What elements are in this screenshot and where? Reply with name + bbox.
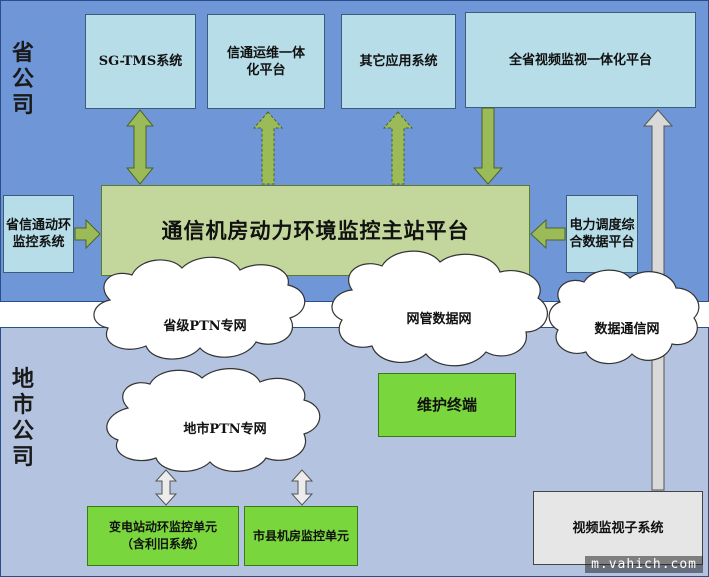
power-dispatch-box: 电力调度综合数据平台 [566,195,638,273]
prov-monitor-arrow [74,218,101,250]
province-label: 省公司 [12,40,35,118]
substation-unit-box: 变电站动环监控单元（含利旧系统） [87,506,239,566]
data-comm-cloud [548,269,700,365]
prov-ptn-cloud [93,256,306,360]
data-comm-cloud-label: 数据通信网 [594,322,660,337]
city-ptn-cloud [106,368,321,472]
sgtms-box: SG-TMS系统 [85,14,196,109]
county-unit-box: 市县机房监控单元 [244,506,358,566]
city-ptn-left-double-arrow [154,469,178,506]
ops-platform-up-arrow [252,111,284,185]
nms-cloud-label: 网管数据网 [406,312,472,327]
city-ptn-cloud-label: 地市PTN专网 [183,422,267,437]
video-subsystem-box: 视频监视子系统 [533,491,703,565]
video-platform-box: 全省视频监视一体化平台 [465,12,696,108]
prov-monitor-box: 省信通动环监控系统 [3,195,74,273]
city-label: 地市公司 [12,366,35,470]
maintenance-terminal-box: 维护终端 [378,373,516,437]
prov-ptn-cloud-label: 省级PTN专网 [163,319,247,334]
watermark: m.vahich.com [585,556,703,573]
ops-platform-box: 信通运维一体化平台 [207,14,325,109]
video-platform-down-arrow [472,107,504,185]
city-ptn-right-double-arrow [290,469,314,506]
sgtms-double-arrow [125,109,155,185]
power-dispatch-arrow [530,218,566,250]
other-apps-up-arrow [382,111,414,185]
other-apps-box: 其它应用系统 [341,14,456,109]
nms-cloud [331,250,548,367]
